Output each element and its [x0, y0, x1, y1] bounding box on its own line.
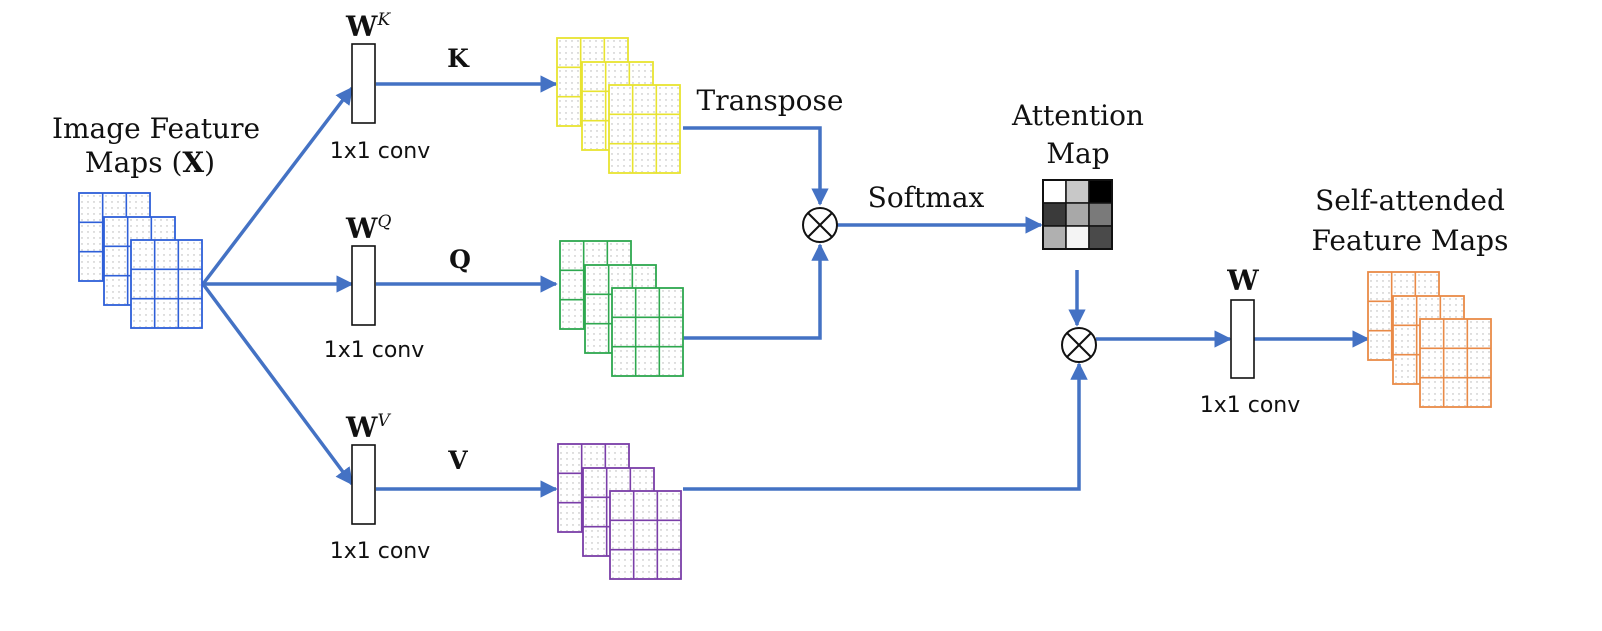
feature-map-sheet — [611, 287, 684, 377]
wq-conv-box — [351, 245, 376, 326]
wk-conv-label: 1x1 conv — [330, 139, 431, 164]
key-feature-maps — [556, 37, 681, 174]
wv-label: WV — [345, 411, 391, 444]
wq-conv-label: 1x1 conv — [324, 338, 425, 363]
wq-label-base: W — [345, 212, 378, 245]
attention-cell — [1088, 179, 1113, 204]
attention-cell — [1042, 179, 1067, 204]
connectors — [201, 75, 1370, 498]
key-output-label: K — [447, 44, 470, 73]
wq-label: WQ — [345, 212, 391, 245]
multiply-node-2 — [1061, 327, 1097, 363]
value-output-label: V — [447, 446, 468, 475]
arrow-input-to-wv — [201, 282, 354, 486]
output-label-line2: Feature Maps — [1312, 224, 1509, 257]
transpose-label: Transpose — [697, 84, 844, 117]
attention-cell — [1042, 225, 1067, 250]
wv-conv-box — [351, 444, 376, 525]
output-label-line1: Self-attended — [1315, 184, 1505, 217]
input-label-line2: Maps (X) — [85, 146, 215, 179]
attention-label-line2: Map — [1046, 137, 1109, 170]
value-feature-maps — [557, 443, 682, 580]
input-feature-maps — [78, 192, 203, 329]
wv-label-base: W — [345, 411, 378, 444]
w-conv-box — [1230, 299, 1255, 379]
attention-map-grid — [1042, 179, 1113, 250]
arrow-query-to-multiply — [683, 243, 829, 340]
attention-label-line1: Attention — [1011, 99, 1144, 132]
query-output-label: Q — [449, 245, 471, 274]
input-label-line1: Image Feature — [52, 112, 260, 145]
wk-conv-box — [351, 43, 376, 124]
softmax-label: Softmax — [868, 181, 985, 214]
w-label: W — [1226, 264, 1259, 297]
wv-conv-label: 1x1 conv — [330, 539, 431, 564]
feature-map-sheet — [609, 490, 682, 580]
wv-label-sup: V — [377, 411, 391, 431]
attention-cell — [1042, 202, 1067, 227]
feature-map-sheet — [608, 84, 681, 174]
wk-label-sup: K — [376, 10, 391, 30]
arrow-key-to-multiply — [683, 126, 829, 206]
attention-cell — [1065, 225, 1090, 250]
attention-cell — [1088, 225, 1113, 250]
feature-map-sheet — [130, 239, 203, 329]
wk-label-base: W — [345, 10, 378, 43]
wk-label: WK — [345, 10, 391, 43]
w-conv-label: 1x1 conv — [1200, 393, 1301, 418]
wq-label-sup: Q — [377, 212, 391, 232]
attention-cell — [1065, 179, 1090, 204]
output-feature-maps — [1367, 271, 1492, 408]
input-label-var: X — [182, 146, 204, 179]
attention-cell — [1065, 202, 1090, 227]
feature-map-sheet — [1419, 318, 1492, 408]
multiply-node-1 — [802, 207, 838, 243]
input-label-post: ) — [204, 146, 215, 179]
input-label-pre: Maps ( — [85, 146, 182, 179]
attention-cell — [1088, 202, 1113, 227]
arrow-value-to-multiply — [683, 362, 1088, 491]
arrow-input-to-wk — [201, 86, 354, 286]
query-feature-maps — [559, 240, 684, 377]
